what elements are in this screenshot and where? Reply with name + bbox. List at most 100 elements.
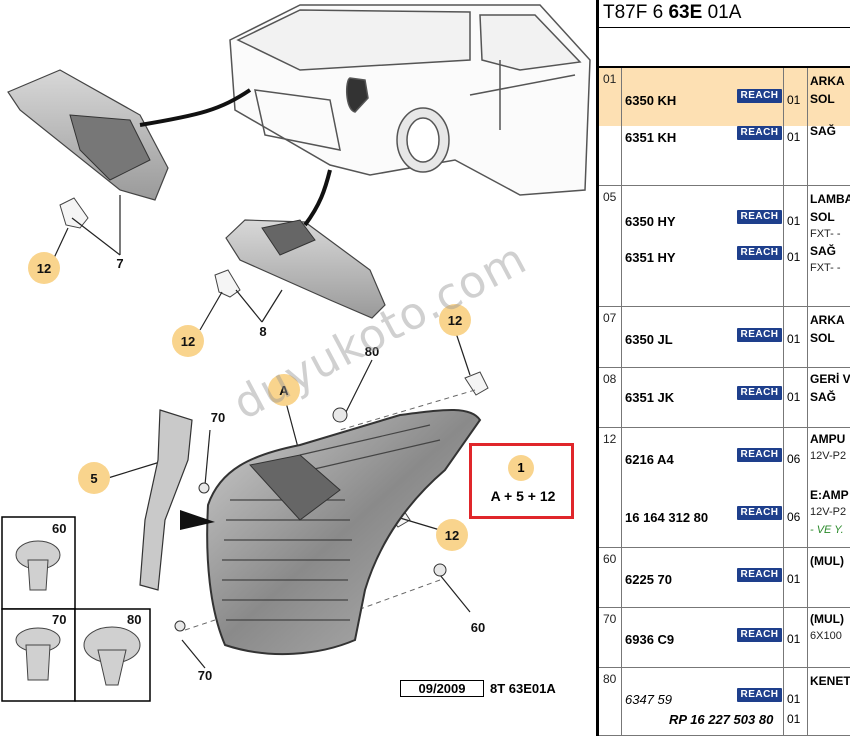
reach-badge: REACH (737, 386, 782, 400)
part-description: ARKA (810, 74, 845, 88)
column-divider (783, 68, 784, 185)
reach-badge: REACH (737, 246, 782, 260)
high-brake-lamp (7, 69, 252, 201)
svg-text:12: 12 (445, 528, 459, 543)
part-number: 6216 A4 (625, 452, 674, 467)
column-divider (807, 548, 808, 607)
header-divider (599, 66, 850, 68)
column-divider (621, 548, 622, 607)
svg-text:12: 12 (448, 313, 462, 328)
set-quantity: 1 (508, 455, 534, 481)
drawing-code: 8T 63E01A (490, 681, 556, 696)
part-note: FXT- - (810, 228, 841, 240)
part-note: 12V-P2 (810, 506, 847, 518)
part-note: FXT- - (810, 262, 841, 274)
part-number: 6351 JK (625, 390, 675, 405)
part-number: 6225 70 (625, 572, 672, 587)
part-description: LAMBA (810, 192, 850, 206)
leader-lines (53, 195, 471, 669)
part-quantity: 01 (787, 214, 801, 228)
column-divider (783, 186, 784, 306)
callout-70-top: 70 (211, 410, 225, 425)
selected-row-highlight (599, 68, 850, 126)
group-number: 05 (603, 190, 617, 204)
column-divider (807, 368, 808, 427)
part-quantity: 06 (787, 510, 801, 524)
column-divider (783, 548, 784, 607)
callout-12-b: 12 (172, 325, 204, 357)
part-side: SOL (810, 331, 835, 345)
column-divider (783, 428, 784, 547)
reference-title: T87F 6 63E 01A (603, 2, 742, 23)
part-number: 16 164 312 80 (625, 510, 709, 525)
part-description: (MUL) (810, 554, 844, 568)
group-number: 60 (603, 552, 617, 566)
column-divider (621, 68, 622, 185)
part-description: KENET (810, 674, 850, 688)
column-divider (621, 608, 622, 667)
column-divider (783, 368, 784, 427)
callout-60: 60 (471, 620, 485, 635)
car-illustration (229, 4, 591, 196)
seal-strip (139, 409, 193, 591)
column-divider (807, 668, 808, 735)
part-number: 6351 KH (625, 130, 677, 145)
part-description: (MUL) (810, 612, 844, 626)
column-divider (621, 368, 622, 427)
part-number: 6936 C9 (625, 632, 675, 647)
group-number: 12 (603, 432, 617, 446)
reach-badge: REACH (737, 568, 782, 582)
column-divider (807, 608, 808, 667)
part-number: 6350 HY (625, 214, 676, 229)
part-quantity: 01 (787, 332, 801, 346)
inset-label-70: 70 (52, 612, 66, 627)
group-number: 08 (603, 372, 617, 386)
callout-8: 8 (259, 324, 266, 339)
set-formula: A + 5 + 12 (490, 488, 556, 504)
callout-70-bottom: 70 (198, 668, 212, 683)
drawing-date: 09/2009 (400, 680, 484, 697)
column-divider (807, 428, 808, 547)
reach-badge: REACH (737, 688, 782, 702)
reach-badge: REACH (737, 210, 782, 224)
tail-lamp-assembly (180, 409, 482, 656)
part-note: 12V-P2 (810, 450, 847, 462)
parts-group-60: 60 6225 70 REACH 01 (MUL) (599, 548, 850, 608)
part-quantity: 01 (787, 692, 801, 706)
column-divider (621, 186, 622, 306)
diagram-drawing: 60 70 80 12 7 12 8 80 12 A 70 5 12 70 60 (1, 4, 591, 702)
callout-80: 80 (365, 344, 379, 359)
group-number: 80 (603, 672, 617, 686)
inset-label-60: 60 (52, 521, 66, 536)
reach-badge: REACH (737, 628, 782, 642)
reach-badge: REACH (737, 448, 782, 462)
part-quantity: 01 (787, 93, 801, 107)
part-number: 6347 59 (625, 692, 672, 707)
svg-text:5: 5 (90, 471, 97, 486)
group-number: 07 (603, 311, 617, 325)
exploded-parts-diagram: 60 70 80 12 7 12 8 80 12 A 70 5 12 70 60… (1, 4, 591, 702)
part-side: SAĞ (810, 390, 837, 404)
reach-badge: REACH (737, 126, 782, 140)
part-description: SAĞ (810, 124, 837, 138)
part-quantity: 01 (787, 572, 801, 586)
callout-7: 7 (116, 256, 123, 271)
clip-set (174, 407, 447, 632)
callout-12-d: 12 (436, 519, 468, 551)
rear-reflector-lamp (225, 169, 386, 319)
column-divider (621, 668, 622, 735)
title-divider (599, 27, 850, 28)
svg-text:A: A (279, 383, 289, 398)
part-note-extra: - VE Y. (810, 524, 844, 536)
inset-label-80: 80 (127, 612, 141, 627)
part-description: E:AMP (810, 488, 849, 502)
part-number: 6351 HY (625, 250, 676, 265)
column-divider (621, 428, 622, 547)
callout-group: 12 7 12 8 80 12 A 70 5 12 70 60 (28, 252, 485, 683)
